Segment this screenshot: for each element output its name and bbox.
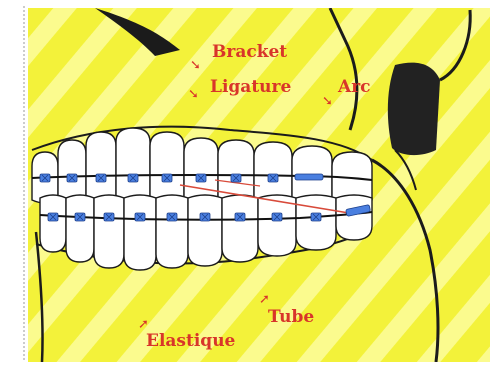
tube-pointer-arrow: ➚	[259, 293, 270, 306]
lower-tooth	[156, 195, 188, 268]
lower-bracket	[235, 213, 245, 221]
lower-tooth	[66, 195, 94, 262]
bracket-pointer-arrow: ➘	[190, 59, 201, 72]
lower-bracket	[167, 213, 177, 221]
label-ligature: Ligature	[210, 79, 291, 96]
lower-tooth	[222, 195, 258, 262]
upper-tooth	[184, 138, 218, 203]
ligature-pointer-arrow: ➘	[188, 88, 199, 101]
lower-tooth	[336, 195, 372, 240]
lower-bracket	[48, 213, 58, 221]
label-tube: Tube	[268, 309, 314, 326]
arc-pointer-arrow: ➘	[322, 95, 333, 108]
upper-bracket	[268, 174, 278, 182]
upper-molar-tube	[295, 174, 323, 180]
lower-tooth	[40, 195, 66, 252]
lower-bracket	[104, 213, 114, 221]
upper-bracket	[128, 174, 138, 182]
upper-tooth	[58, 140, 86, 203]
upper-bracket	[162, 174, 172, 182]
upper-bracket	[196, 174, 206, 182]
upper-bracket	[40, 174, 50, 182]
lower-tooth	[258, 195, 296, 256]
upper-bracket	[96, 174, 106, 182]
elastique-pointer-arrow: ➚	[138, 318, 149, 331]
label-arc: Arc	[338, 79, 371, 96]
label-elastique: Elastique	[146, 333, 235, 350]
upper-tooth	[150, 132, 184, 203]
lower-tooth	[94, 195, 124, 268]
upper-tooth	[116, 128, 150, 203]
lower-tooth	[296, 195, 336, 250]
upper-bracket	[67, 174, 77, 182]
lower-bracket	[272, 213, 282, 221]
label-bracket: Bracket	[212, 44, 287, 61]
lower-bracket	[311, 213, 321, 221]
upper-tooth	[86, 132, 116, 203]
lower-tooth	[124, 195, 156, 270]
lower-bracket	[75, 213, 85, 221]
lower-bracket	[135, 213, 145, 221]
lower-bracket	[200, 213, 210, 221]
lower-tooth	[188, 195, 222, 266]
condyle-shadow	[388, 63, 440, 155]
upper-bracket	[231, 174, 241, 182]
upper-tooth	[254, 142, 292, 203]
